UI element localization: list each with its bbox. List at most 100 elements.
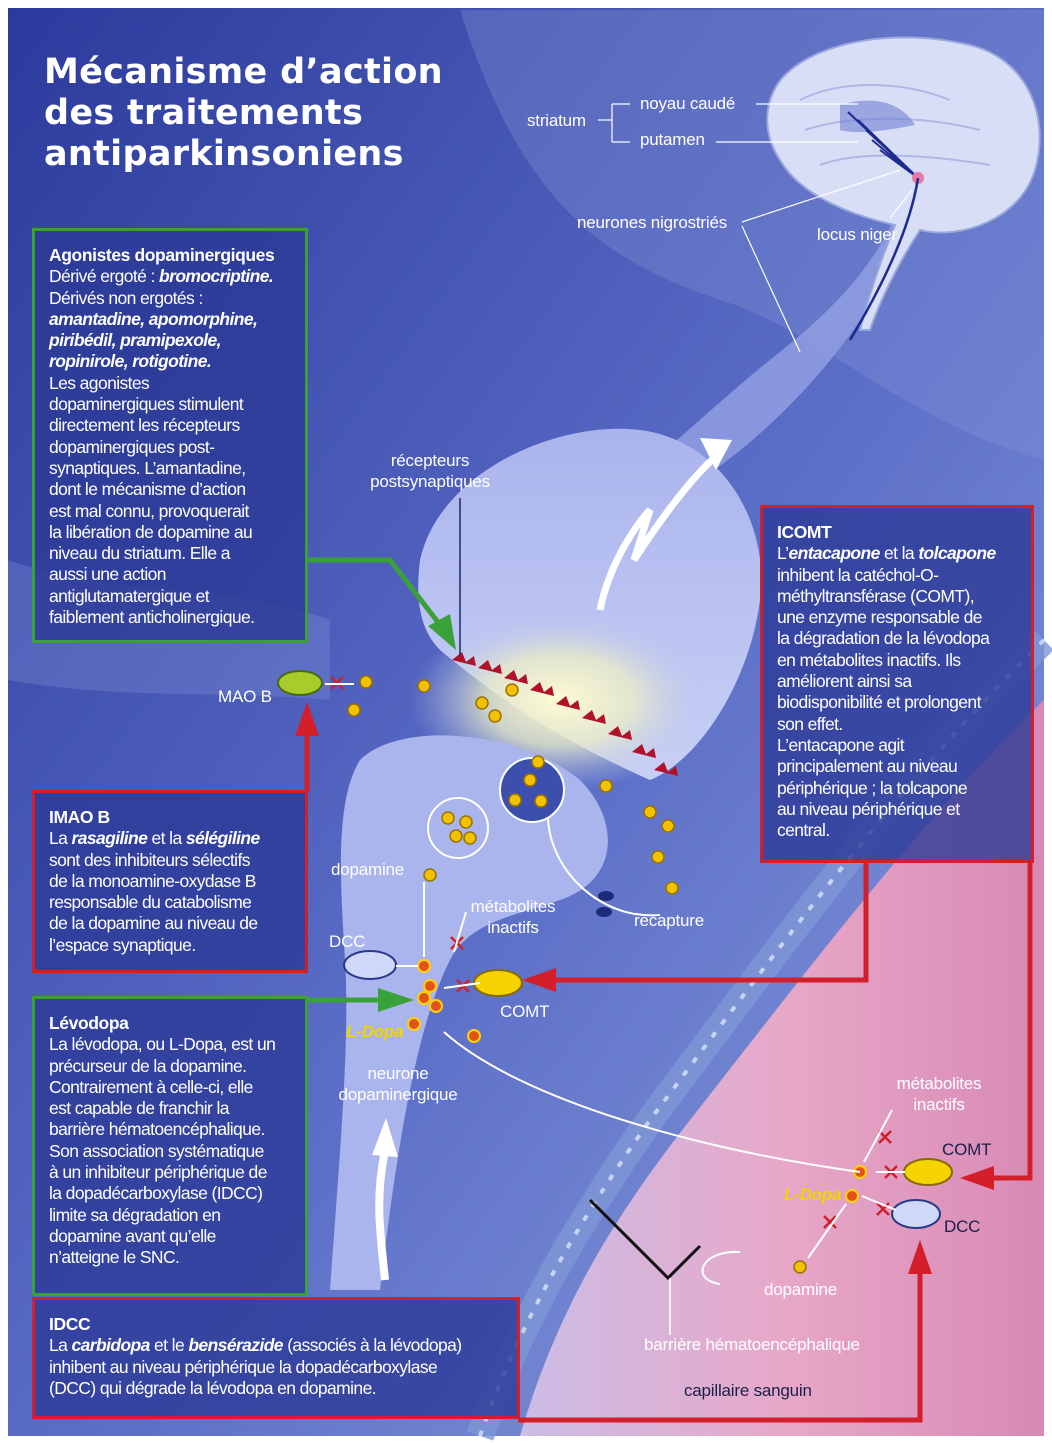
box-line: inhibent au niveau périphérique la dopad… <box>49 1357 504 1378</box>
box-text: (associés à la lévodopa) <box>283 1335 462 1355</box>
box-line: Dérivés non ergotés : <box>49 288 292 309</box>
box-text: et la <box>880 543 919 563</box>
dcc-enzyme-left <box>344 951 396 979</box>
box-line: l’espace synaptique. <box>49 935 292 956</box>
box-text: La <box>49 828 72 848</box>
box-line: inhibent la catéchol-O- <box>777 565 1018 586</box>
box-line: une enzyme responsable de <box>777 607 1018 628</box>
box-text: et le <box>150 1335 189 1355</box>
box-line: son effet. <box>777 714 1018 735</box>
box-agonistes-dopaminergiques: Agonistes dopaminergiques Dérivé ergoté … <box>32 228 308 643</box>
box-line: directement les récepteurs <box>49 415 292 436</box>
box-imao-b: IMAO B La rasagiline et la sélégiline so… <box>32 790 308 973</box>
label-metabolites-inactifs-center: métabolites inactifs <box>458 896 568 938</box>
box-idcc: IDCC La carbidopa et le bensérazide (ass… <box>32 1297 520 1419</box>
box-line: sont des inhibiteurs sélectifs <box>49 850 292 871</box>
box-line: de la dopamine au niveau de <box>49 913 292 934</box>
label-dcc-right: DCC <box>944 1216 980 1237</box>
label-metabolites-inactifs-right: métabolites inactifs <box>884 1073 994 1115</box>
title-line: antiparkinsoniens <box>44 134 464 175</box>
comt-enzyme-center <box>474 970 522 996</box>
box-line: de la monoamine-oxydase B <box>49 871 292 892</box>
page-title: Mécanisme d’action des traitements antip… <box>44 52 464 175</box>
drug-names: piribédil, pramipexole, <box>49 330 221 350</box>
box-line: périphérique ; la tolcapone <box>777 778 1018 799</box>
box-line: Son association systématique <box>49 1141 292 1162</box>
box-text: La <box>49 1335 72 1355</box>
box-line: responsable du catabolisme <box>49 892 292 913</box>
box-line: antiglutamatergique et <box>49 586 292 607</box>
box-line: précurseur de la dopamine. <box>49 1056 292 1077</box>
box-heading: Agonistes dopaminergiques <box>49 245 292 266</box>
transporter <box>598 891 614 901</box>
label-dopamine-synapse: dopamine <box>331 859 404 880</box>
label-capillaire-sanguin: capillaire sanguin <box>684 1380 812 1401</box>
title-line: Mécanisme d’action <box>44 52 464 93</box>
label-line: inactifs <box>884 1094 994 1115</box>
box-line: dont le mécanisme d’action <box>49 479 292 500</box>
label-putamen: putamen <box>640 129 705 150</box>
label-line: dopaminergique <box>330 1084 466 1105</box>
box-line: barrière hématoencéphalique. <box>49 1119 292 1140</box>
box-line: faiblement anticholinergique. <box>49 607 292 628</box>
box-line: Les agonistes <box>49 373 292 394</box>
box-levodopa: Lévodopa La lévodopa, ou L-Dopa, est un … <box>32 996 308 1296</box>
drug-names: amantadine, apomorphine, <box>49 309 257 329</box>
drug-name: bromocriptine. <box>159 266 273 286</box>
label-l-dopa-center: L-Dopa <box>346 1021 403 1042</box>
label-l-dopa-right: L-Dopa <box>784 1184 841 1205</box>
recapture-vesicle <box>500 758 564 822</box>
drug-names: ropinirole, rotigotine. <box>49 351 211 371</box>
label-line: récepteurs <box>355 450 505 471</box>
label-comt-right: COMT <box>942 1139 991 1160</box>
box-line: niveau du striatum. Elle a <box>49 543 292 564</box>
drug-name: tolcapone <box>918 543 995 563</box>
box-heading: Lévodopa <box>49 1013 292 1034</box>
drug-name: entacapone <box>788 543 879 563</box>
box-line: limite sa dégradation en <box>49 1205 292 1226</box>
box-line: est capable de franchir la <box>49 1098 292 1119</box>
label-locus-niger: locus niger <box>817 224 897 245</box>
label-line: inactifs <box>458 917 568 938</box>
box-line: central. <box>777 820 1018 841</box>
box-heading: IMAO B <box>49 807 292 828</box>
box-line: n’atteigne le SNC. <box>49 1247 292 1268</box>
box-line: la dopadécarboxylase (IDCC) <box>49 1183 292 1204</box>
box-heading: ICOMT <box>777 522 1018 543</box>
box-line: dopaminergiques stimulent <box>49 394 292 415</box>
mao-b-enzyme <box>278 671 322 695</box>
label-dopamine-blood: dopamine <box>764 1279 837 1300</box>
box-line: la dégradation de la lévodopa <box>777 628 1018 649</box>
label-recapture: recapture <box>634 910 704 931</box>
box-line: améliorent ainsi sa <box>777 671 1018 692</box>
comt-enzyme-right <box>904 1159 952 1185</box>
drug-name: bensérazide <box>188 1335 283 1355</box>
box-line: La lévodopa, ou L-Dopa, est un <box>49 1034 292 1055</box>
drug-name: carbidopa <box>72 1335 150 1355</box>
label-comt-center: COMT <box>500 1001 549 1022</box>
label-line: métabolites <box>884 1073 994 1094</box>
title-line: des traitements <box>44 93 464 134</box>
label-dcc-left: DCC <box>329 931 365 952</box>
box-line: dopamine avant qu’elle <box>49 1226 292 1247</box>
box-line: L’entacapone agit <box>777 735 1018 756</box>
box-line: aussi une action <box>49 564 292 585</box>
box-text: Dérivé ergoté : <box>49 266 159 286</box>
box-line: au niveau périphérique et <box>777 799 1018 820</box>
box-line: la libération de dopamine au <box>49 522 292 543</box>
label-line: postsynaptiques <box>355 471 505 492</box>
box-line: à un inhibiteur périphérique de <box>49 1162 292 1183</box>
box-line: synaptiques. L’amantadine, <box>49 458 292 479</box>
label-barriere-hematoencephalique: barrière hématoencéphalique <box>644 1334 860 1355</box>
dcc-enzyme-right <box>892 1200 940 1228</box>
box-line: Contrairement à celle-ci, elle <box>49 1077 292 1098</box>
box-line: dopaminergiques post- <box>49 437 292 458</box>
box-line: principalement au niveau <box>777 756 1018 777</box>
label-mao-b: MAO B <box>218 686 272 707</box>
label-line: métabolites <box>458 896 568 917</box>
label-neurone-dopaminergique: neurone dopaminergique <box>330 1063 466 1105</box>
box-text: et la <box>147 828 186 848</box>
box-line: Dérivé ergoté : bromocriptine. <box>49 266 292 287</box>
label-striatum: striatum <box>527 110 586 131</box>
